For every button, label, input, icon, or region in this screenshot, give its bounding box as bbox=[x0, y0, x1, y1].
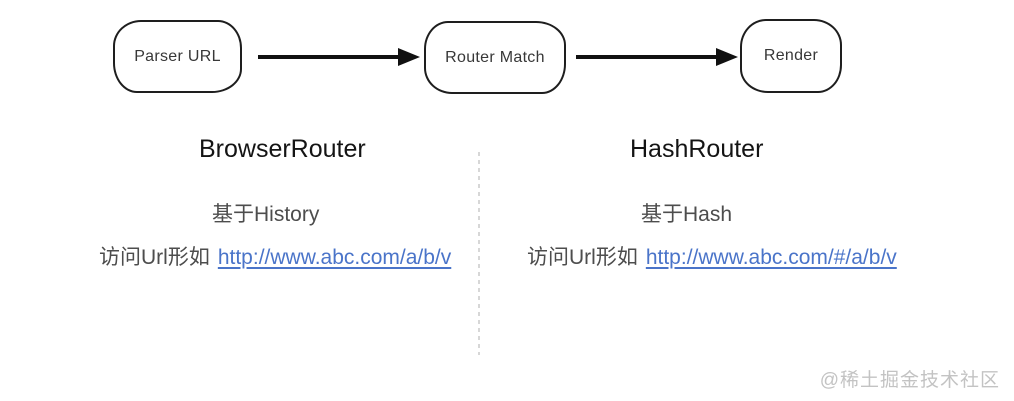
flow-node-label: Render bbox=[763, 47, 819, 64]
flow-arrow-1 bbox=[258, 48, 420, 66]
hash-router-url-link[interactable]: http://www.abc.com/#/a/b/v bbox=[645, 246, 897, 269]
browser-router-title: BrowserRouter bbox=[199, 135, 366, 163]
watermark-label: @稀土掘金技术社区 bbox=[819, 370, 1000, 391]
url-prefix-label: 访问Url形如 bbox=[99, 246, 210, 269]
browser-router-url-row: 访问Url形如 http://www.abc.com/a/b/v bbox=[99, 241, 451, 271]
flow-node-render: Render bbox=[740, 19, 842, 93]
flow-arrow-2 bbox=[576, 48, 738, 66]
flow-node-parser-url: Parser URL bbox=[113, 20, 242, 93]
browser-router-url-link[interactable]: http://www.abc.com/a/b/v bbox=[217, 246, 452, 269]
hash-router-title: HashRouter bbox=[630, 135, 764, 163]
arrow-shaft bbox=[258, 55, 398, 59]
column-divider bbox=[478, 152, 480, 355]
flow-node-label: Parser URL bbox=[134, 47, 221, 65]
flow-node-label: Router Match bbox=[445, 48, 545, 66]
browser-router-basis: 基于History bbox=[212, 203, 320, 226]
url-prefix-label: 访问Url形如 bbox=[527, 246, 638, 269]
arrow-shaft bbox=[576, 55, 716, 59]
arrow-head-icon bbox=[716, 48, 738, 66]
flow-node-router-match: Router Match bbox=[424, 21, 566, 94]
hash-router-basis: 基于Hash bbox=[641, 203, 733, 226]
arrow-head-icon bbox=[398, 48, 420, 66]
hash-router-url-row: 访问Url形如 http://www.abc.com/#/a/b/v bbox=[527, 241, 897, 271]
